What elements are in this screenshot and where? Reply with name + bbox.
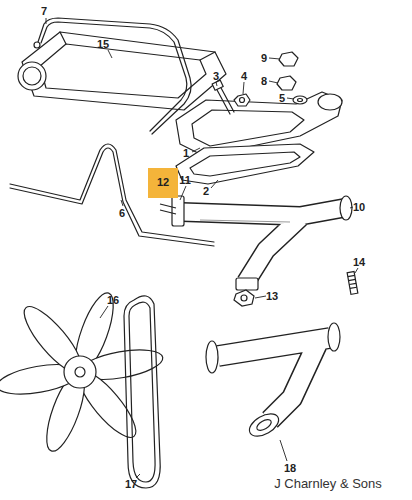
highlight-box	[148, 168, 178, 198]
callout-number: 18	[284, 463, 296, 474]
callout-number: 3	[213, 71, 219, 82]
callout-number: 14	[353, 257, 365, 268]
callout-number: 2	[203, 186, 209, 197]
callout-number: 7	[41, 6, 47, 17]
callout-number: 9	[261, 53, 267, 64]
callout-number: 15	[97, 39, 109, 50]
callout-number: 4	[241, 71, 247, 82]
callout-number: 16	[107, 295, 119, 306]
callout-number: 1	[183, 148, 189, 159]
callout-number: 13	[266, 291, 278, 302]
callout-number: 5	[279, 93, 285, 104]
callout-number: 17	[125, 479, 137, 490]
callout-number: 8	[261, 76, 267, 87]
watermark: J Charnley & Sons	[274, 477, 382, 490]
callout-number: 12	[157, 177, 169, 188]
callout-number: 6	[119, 208, 125, 219]
callout-number: 11	[179, 175, 191, 186]
callout-number: 10	[353, 202, 365, 213]
